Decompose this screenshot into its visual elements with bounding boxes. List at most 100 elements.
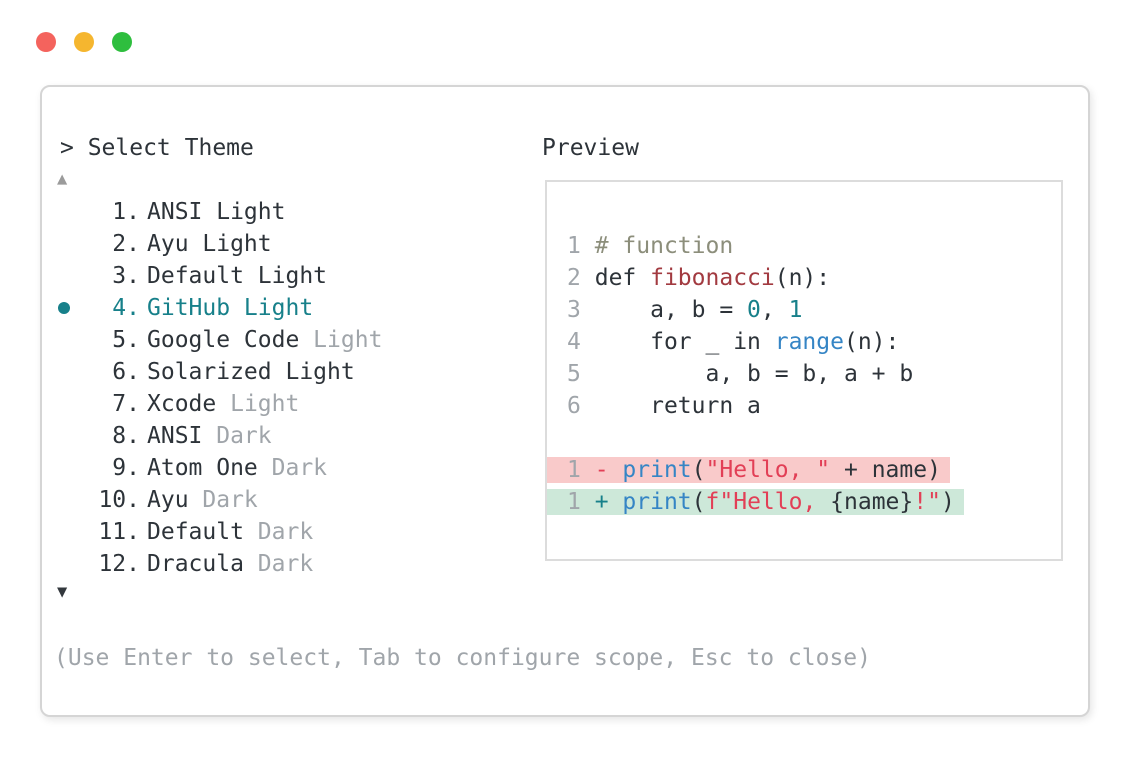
theme-item-suffix: Dark <box>257 455 328 481</box>
scroll-down-icon[interactable]: ▼ <box>57 582 68 602</box>
token-plain: def <box>594 265 651 291</box>
diff-line-added: 1 + print(f"Hello, {name}!") <box>547 486 1061 518</box>
zoom-button[interactable] <box>112 32 132 52</box>
token-func: fibonacci <box>650 265 775 291</box>
selected-bullet-icon <box>58 302 70 314</box>
token-plain: (n): <box>843 329 900 355</box>
theme-item[interactable]: 8. ANSI Dark <box>42 420 532 452</box>
token-plain: a, b = b, a + b <box>594 361 914 387</box>
code-line: 4 for _ in range(n): <box>547 326 1061 358</box>
theme-item[interactable]: 5.Google Code Light <box>42 324 532 356</box>
theme-item-number: 2. <box>112 231 140 257</box>
theme-item[interactable]: 3. Default Light <box>42 260 532 292</box>
close-button[interactable] <box>36 32 56 52</box>
theme-item-number: 5. <box>112 327 140 353</box>
token-plain: a, b = <box>594 297 748 323</box>
token-plain: ( <box>691 489 706 515</box>
blank-line <box>547 422 1061 454</box>
theme-picker-window: > Select Theme ▲ 1.ANSI Light 2. Ayu Light… <box>40 85 1090 717</box>
theme-item-number: 3. <box>112 263 140 289</box>
theme-item[interactable]: 10. Ayu Dark <box>42 484 532 516</box>
theme-item-name: Default <box>147 519 244 545</box>
theme-item-number: 7. <box>112 391 140 417</box>
theme-item[interactable]: 7. Xcode Light <box>42 388 532 420</box>
token-plain: + name) <box>830 457 941 483</box>
bullet-placeholder <box>58 364 74 380</box>
token-comment: # function <box>594 233 734 259</box>
code-line: 3 a, b = 0, 1 <box>547 294 1061 326</box>
code-line: 2 def fibonacci(n): <box>547 262 1061 294</box>
minimize-button[interactable] <box>74 32 94 52</box>
theme-item-name: Ayu <box>147 487 189 513</box>
theme-item-name: GitHub Light <box>147 295 314 321</box>
token-added: + <box>594 489 623 515</box>
theme-item[interactable]: 9. Atom One Dark <box>42 452 532 484</box>
theme-item-suffix: Light <box>299 327 383 353</box>
theme-item-number: 11. <box>98 519 140 545</box>
token-plain: , <box>760 297 789 323</box>
line-number: 3 <box>567 297 581 323</box>
window-controls <box>36 32 132 52</box>
theme-item-number: 4. <box>112 295 140 321</box>
keyboard-hint: (Use Enter to select, Tab to configure s… <box>54 645 871 671</box>
bullet-placeholder <box>58 492 74 508</box>
bullet-placeholder <box>58 428 74 444</box>
token-string: "Hello, " <box>705 457 831 483</box>
token-number: 0 <box>747 297 761 323</box>
token-plain: ( <box>691 457 706 483</box>
picker-title: > Select Theme <box>60 135 254 161</box>
theme-item-name: Solarized Light <box>147 359 355 385</box>
theme-item-name: Ayu Light <box>147 231 272 257</box>
line-number: 5 <box>567 361 581 387</box>
theme-item-name: Xcode <box>147 391 217 417</box>
token-call: range <box>774 329 844 355</box>
theme-item-suffix: Dark <box>202 423 272 449</box>
theme-item-number: 8. <box>112 423 140 449</box>
theme-item-suffix: Dark <box>243 551 314 577</box>
line-number: 1 <box>567 457 581 483</box>
token-plain: {name} <box>830 489 914 515</box>
theme-item[interactable]: 1.ANSI Light <box>42 196 532 228</box>
preview-label: Preview <box>542 135 639 161</box>
theme-item-number: 10. <box>98 487 140 513</box>
bullet-placeholder <box>58 332 74 348</box>
line-number: 2 <box>567 265 581 291</box>
theme-item[interactable]: 11. Default Dark <box>42 516 532 548</box>
theme-item[interactable]: 2. Ayu Light <box>42 228 532 260</box>
theme-item-name: Default Light <box>147 263 328 289</box>
selected-bullet-icon <box>58 300 74 316</box>
bullet-placeholder <box>58 268 74 284</box>
theme-item[interactable]: 6. Solarized Light <box>42 356 532 388</box>
bullet-placeholder <box>58 204 74 220</box>
token-plain: ) <box>940 489 955 515</box>
theme-item-name: Atom One <box>147 455 258 481</box>
bullet-placeholder <box>58 396 74 412</box>
token-number: 1 <box>788 297 803 323</box>
theme-list: 1.ANSI Light 2. Ayu Light 3. Default Light 4.… <box>42 196 532 580</box>
bullet-placeholder <box>58 524 74 540</box>
theme-item-suffix: Dark <box>243 519 314 545</box>
token-removed: - <box>594 457 623 483</box>
token-plain: return a <box>594 393 761 419</box>
theme-item-number: 12. <box>98 551 140 577</box>
token-plain: (n): <box>774 265 831 291</box>
code-line: 5 a, b = b, a + b <box>547 358 1061 390</box>
theme-item-number: 6. <box>112 359 140 385</box>
theme-item[interactable]: 4. GitHub Light <box>42 292 532 324</box>
line-number: 1 <box>567 489 581 515</box>
bullet-placeholder <box>58 460 74 476</box>
token-call: print <box>622 457 692 483</box>
line-number: 4 <box>567 329 581 355</box>
scroll-up-icon[interactable]: ▲ <box>57 169 68 189</box>
theme-item-number: 9. <box>112 455 140 481</box>
line-number: 1 <box>567 233 581 259</box>
bullet-placeholder <box>58 236 74 252</box>
token-call: print <box>622 489 692 515</box>
token-string: !" <box>913 489 941 515</box>
theme-item[interactable]: 12.Dracula Dark <box>42 548 532 580</box>
bullet-placeholder <box>58 556 74 572</box>
theme-item-suffix: Dark <box>188 487 258 513</box>
theme-item-suffix: Light <box>216 391 300 417</box>
diff-line-removed: 1 - print("Hello, " + name) <box>547 454 1061 486</box>
theme-item-name: ANSI <box>147 423 203 449</box>
